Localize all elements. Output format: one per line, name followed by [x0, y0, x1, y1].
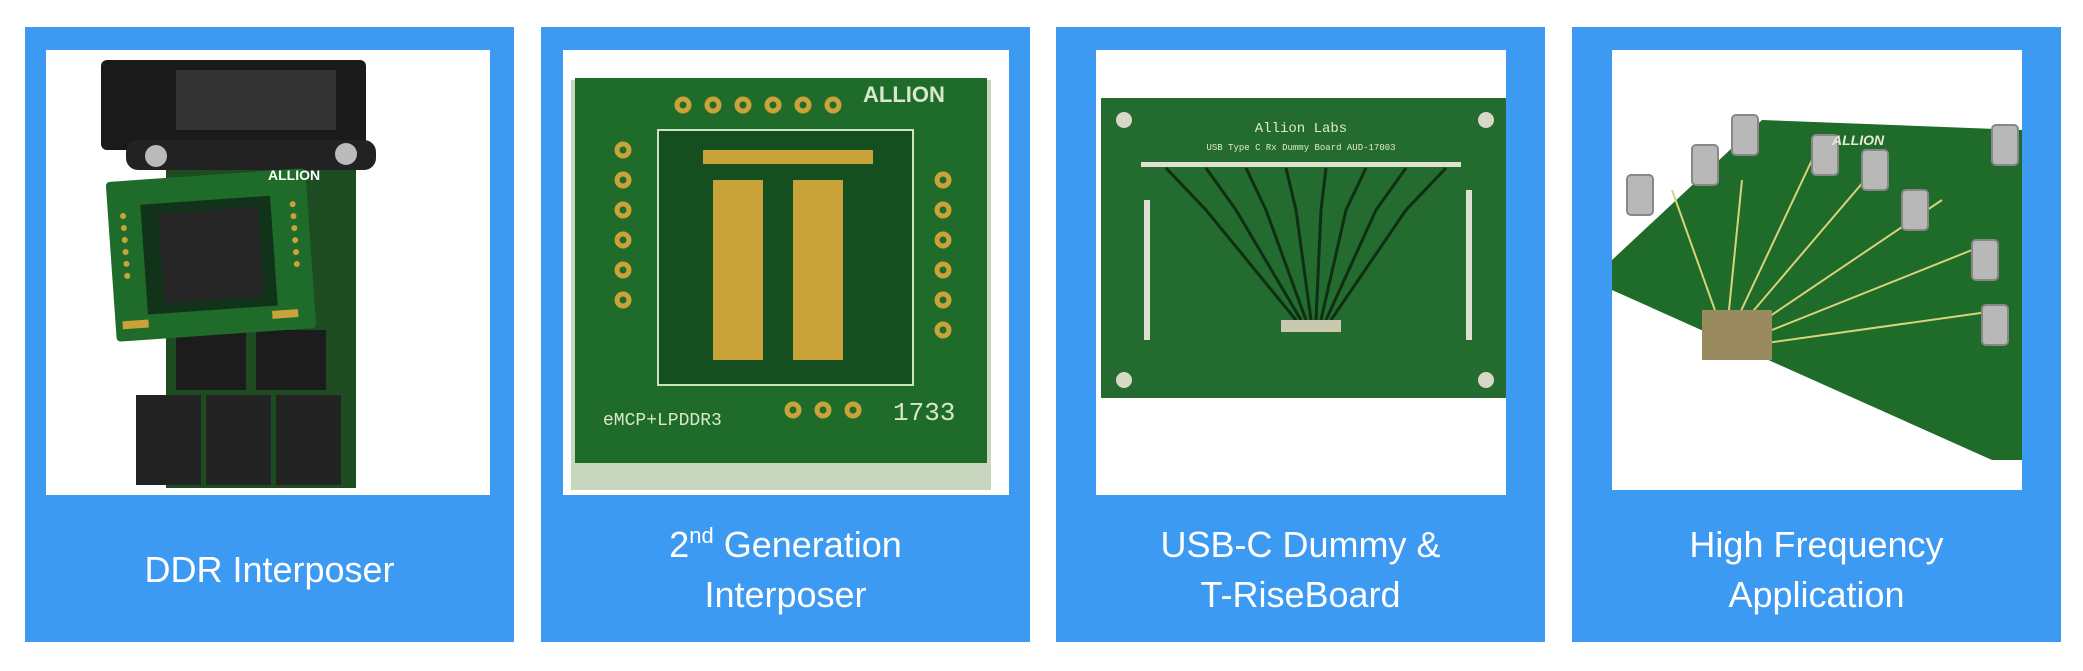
- photo-part-text: eMCP+LPDDR3: [603, 411, 722, 431]
- card-caption: DDR Interposer: [25, 497, 514, 642]
- photo-brand-text: ALLION: [268, 167, 320, 183]
- caption-line-2: Interposer: [704, 573, 867, 615]
- photo-code-text: 1733: [893, 398, 955, 428]
- caption-line-1: USB-C Dummy &: [1160, 523, 1441, 565]
- product-card-2nd-generation-interposer[interactable]: ALLION eMCP+LPDDR3 1733 2nd Generation I…: [541, 27, 1030, 642]
- caption-ordinal: 2: [669, 523, 690, 565]
- photo-brand-text: ALLION: [1831, 132, 1885, 148]
- second-generation-interposer-photo: ALLION eMCP+LPDDR3 1733: [563, 50, 1009, 495]
- caption-ordinal-suffix: nd: [689, 522, 714, 548]
- card-caption: 2nd Generation Interposer: [541, 497, 1030, 642]
- product-card-high-frequency[interactable]: ALLION High Frequency Application: [1572, 27, 2061, 642]
- card-caption: USB-C Dummy & T-RiseBoard: [1056, 497, 1545, 642]
- caption-line-1: DDR Interposer: [144, 548, 395, 590]
- ddr-interposer-pcb-image: ALLION: [46, 50, 490, 495]
- ddr-interposer-photo: ALLION: [46, 50, 490, 495]
- caption-line-2: T-RiseBoard: [1200, 573, 1401, 615]
- product-card-usb-c-dummy[interactable]: Allion Labs USB Type C Rx Dummy Board AU…: [1056, 27, 1545, 642]
- photo-subtitle-text: USB Type C Rx Dummy Board AUD-17003: [1206, 143, 1395, 153]
- caption-line-1-rest: Generation: [713, 523, 902, 565]
- usb-c-dummy-board-image: Allion Labs USB Type C Rx Dummy Board AU…: [1096, 50, 1506, 495]
- product-card-ddr-interposer[interactable]: ALLION DDR Interposer: [25, 27, 514, 642]
- card-caption: High Frequency Application: [1572, 497, 2061, 642]
- caption-line-2: Application: [1728, 573, 1905, 615]
- second-generation-interposer-pcb-image: ALLION eMCP+LPDDR3 1733: [563, 50, 1009, 495]
- caption-line-1: 2nd Generation: [669, 520, 902, 570]
- caption-line-1: High Frequency: [1689, 523, 1944, 565]
- high-frequency-board-image: ALLION: [1612, 50, 2022, 490]
- photo-title-text: Allion Labs: [1255, 121, 1347, 137]
- usb-c-dummy-photo: Allion Labs USB Type C Rx Dummy Board AU…: [1096, 50, 1506, 495]
- photo-brand-text: ALLION: [863, 82, 945, 107]
- high-frequency-photo: ALLION: [1612, 50, 2022, 490]
